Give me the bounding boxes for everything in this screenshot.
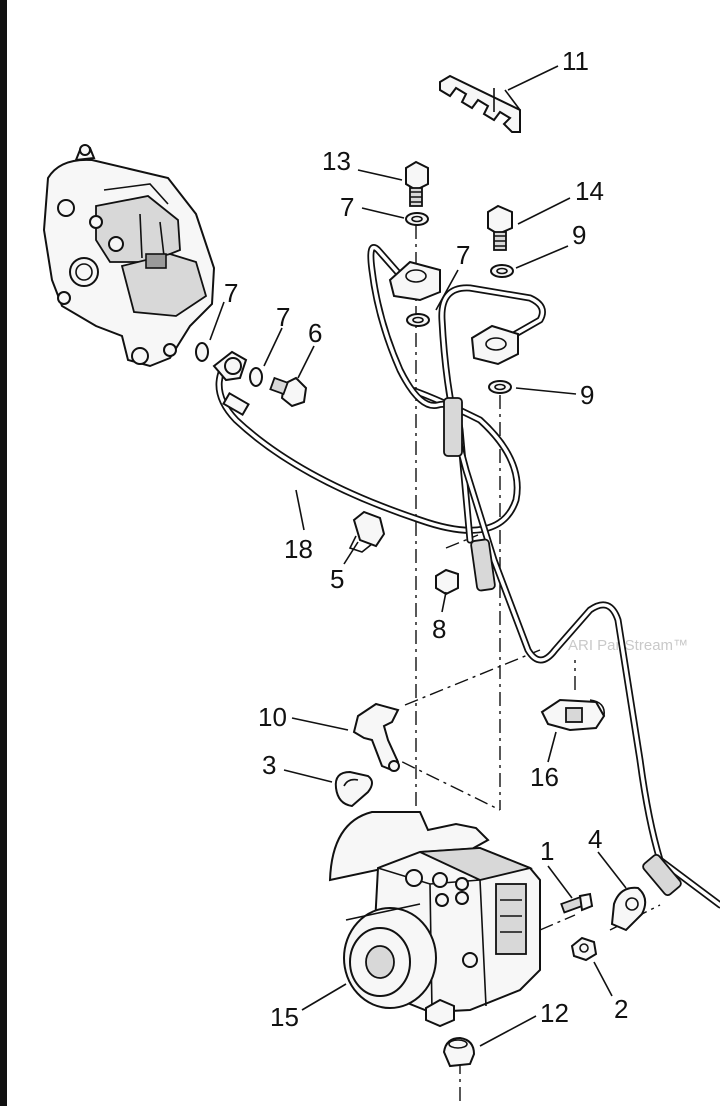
left-edge-bar: [0, 0, 7, 1106]
abs-modulator: [328, 811, 541, 1028]
callout-9-bottom: 9: [580, 380, 594, 410]
callout-4: 4: [588, 824, 602, 854]
banjo-fitting-right: [470, 324, 519, 366]
callout-2: 2: [614, 994, 628, 1024]
callout-7-top: 7: [340, 192, 354, 222]
leader-lines: [209, 65, 627, 1047]
callout-7-middle: 7: [456, 240, 470, 270]
callout-7-caliper: 7: [224, 278, 238, 308]
grommet-8: [435, 568, 459, 596]
callout-15: 11: [562, 46, 589, 76]
screw-1: [560, 892, 594, 914]
p-clamp-4: [610, 886, 647, 932]
banjo-fitting-left: [388, 260, 441, 302]
callout-7-bolt: 7: [276, 302, 290, 332]
watermark-text: ARI PartStream™: [568, 637, 688, 654]
callout-11: 13: [322, 146, 351, 176]
abs-inlet-hose: [367, 244, 720, 909]
callout-16: 16: [530, 762, 559, 792]
callout-1: 1: [540, 836, 554, 866]
grommet-13: [442, 1036, 476, 1068]
callout-13: 12: [540, 998, 569, 1028]
connector-16: [540, 698, 606, 732]
callout-10: 10: [258, 702, 287, 732]
callout-3: 3: [262, 750, 276, 780]
callout-6: 6: [308, 318, 322, 348]
sealing-washers: [195, 212, 514, 394]
callout-18: 18: [284, 534, 313, 564]
hose-clamp-5: [348, 510, 386, 553]
clip-3: [334, 770, 373, 808]
callout-8: 8: [432, 614, 446, 644]
callout-5: 5: [330, 564, 344, 594]
callout-12: 14: [575, 176, 604, 206]
caliper-banjo-bolt: [269, 376, 308, 408]
callout-14: 15: [270, 1002, 299, 1032]
callout-labels: 11 13 7 14 9 7 7 7 6 9 18 5 8 10 3 16 1 …: [224, 46, 628, 1032]
nut-2: [570, 936, 598, 962]
banjo-bolt-11: [405, 160, 429, 207]
banjo-bolt-12: [487, 204, 513, 251]
brake-caliper: [42, 144, 216, 368]
callout-9-top: 9: [572, 220, 586, 250]
sensor-bracket-10: [352, 702, 400, 772]
hose-guide-bracket: [439, 74, 521, 133]
